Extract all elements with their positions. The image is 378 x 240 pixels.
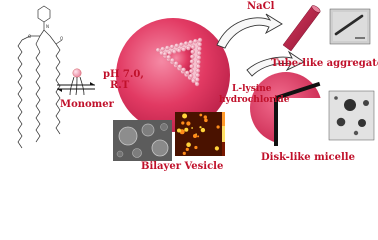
lipid-bead bbox=[179, 42, 184, 47]
lipid-bead bbox=[195, 72, 200, 78]
afm-spot bbox=[200, 127, 206, 133]
afm-spot bbox=[182, 151, 186, 155]
lipid-bead bbox=[190, 54, 195, 59]
lipid-bead bbox=[167, 50, 172, 56]
bilayer-vesicle-graphic bbox=[116, 18, 230, 132]
lipid-bead bbox=[189, 64, 194, 69]
lipid-bead bbox=[196, 59, 201, 65]
lipid-bead bbox=[189, 68, 194, 74]
tube-label: Tube-like aggregate bbox=[271, 58, 378, 69]
afm-spot bbox=[186, 121, 191, 126]
afm-spot bbox=[194, 145, 198, 150]
lipid-bead bbox=[155, 47, 161, 53]
afm-spot bbox=[191, 127, 194, 129]
lysine-label-1: L-lysine bbox=[232, 84, 272, 94]
lipid-bead bbox=[160, 46, 165, 52]
tube-tem-image bbox=[329, 8, 371, 45]
lipid-bead bbox=[169, 44, 175, 49]
curved-arrow-icon bbox=[216, 13, 283, 49]
disk-label: Disk-like micelle bbox=[261, 152, 355, 163]
atom-label-o2: O bbox=[60, 36, 63, 41]
lipid-bead bbox=[188, 73, 194, 79]
lipid-bead bbox=[195, 68, 201, 74]
afm-spot bbox=[185, 147, 189, 151]
lipid-bead bbox=[195, 64, 201, 69]
monomer-label: Monomer bbox=[60, 99, 114, 110]
lipid-bead bbox=[173, 61, 179, 66]
monomer-cartoon bbox=[69, 68, 85, 96]
lipid-bead bbox=[162, 51, 168, 57]
lipid-bead bbox=[196, 55, 202, 60]
lipid-bead bbox=[183, 41, 189, 46]
afm-spot bbox=[199, 126, 202, 129]
lipid-bead bbox=[170, 58, 175, 63]
lipid-bead bbox=[177, 64, 183, 69]
nacl-label: NaCl bbox=[247, 1, 275, 12]
lipid-bead bbox=[189, 59, 195, 64]
lipid-bead bbox=[190, 49, 195, 55]
lipid-bead bbox=[196, 50, 202, 56]
assembly-diagram: O O N bbox=[17, 5, 375, 161]
atom-label-o1: O bbox=[28, 34, 31, 39]
disk-micelle-graphic bbox=[250, 72, 330, 150]
lipid-bead bbox=[190, 44, 196, 50]
lipid-bead bbox=[181, 47, 186, 52]
vesicle-afm-image bbox=[175, 112, 225, 156]
bilayer-beads bbox=[155, 37, 203, 87]
afm-spot bbox=[216, 125, 220, 129]
afm-spot bbox=[182, 113, 188, 119]
lipid-bead bbox=[186, 45, 191, 51]
monomer-structure bbox=[17, 5, 63, 149]
lipid-bead bbox=[188, 39, 193, 45]
lipid-bead bbox=[195, 77, 200, 82]
afm-spot bbox=[204, 118, 208, 123]
lipid-bead bbox=[166, 54, 171, 60]
lipid-bead bbox=[185, 70, 190, 76]
lipid-bead bbox=[193, 38, 198, 44]
lipid-bead bbox=[172, 49, 177, 54]
tube-graphic bbox=[282, 5, 321, 52]
afm-spot bbox=[184, 127, 189, 132]
wedge-cutout-icon bbox=[276, 98, 330, 150]
afm-spot bbox=[193, 134, 197, 138]
lipid-bead bbox=[191, 78, 196, 84]
lipid-bead bbox=[197, 46, 202, 52]
lipid-bead bbox=[174, 43, 179, 48]
lipid-bead bbox=[194, 81, 200, 87]
lipid-bead bbox=[165, 45, 170, 51]
disk-tem-image bbox=[328, 90, 375, 141]
lipid-bead bbox=[197, 42, 202, 47]
afm-spot bbox=[181, 121, 185, 125]
vesicle-tem-image bbox=[113, 120, 172, 161]
afm-spot bbox=[197, 135, 200, 138]
afm-spot bbox=[214, 146, 219, 151]
lipid-bead bbox=[197, 37, 203, 43]
lipid-bead bbox=[181, 67, 186, 72]
afm-spot bbox=[177, 128, 181, 133]
lipid-bead bbox=[176, 48, 182, 53]
afm-spot bbox=[186, 142, 191, 147]
equilibrium-arrows-icon bbox=[57, 82, 95, 92]
afm-spot bbox=[199, 113, 203, 117]
afm-spot bbox=[203, 115, 207, 119]
lysine-label-2: hydrochloride bbox=[219, 95, 290, 105]
ph-label: pH 7.0, bbox=[103, 69, 144, 80]
rt-label: R.T bbox=[110, 80, 130, 91]
bilayer-label: Bilayer Vesicle bbox=[141, 161, 224, 172]
curved-arrow-icon-lower bbox=[246, 50, 305, 77]
atom-label-n: N bbox=[46, 24, 49, 29]
